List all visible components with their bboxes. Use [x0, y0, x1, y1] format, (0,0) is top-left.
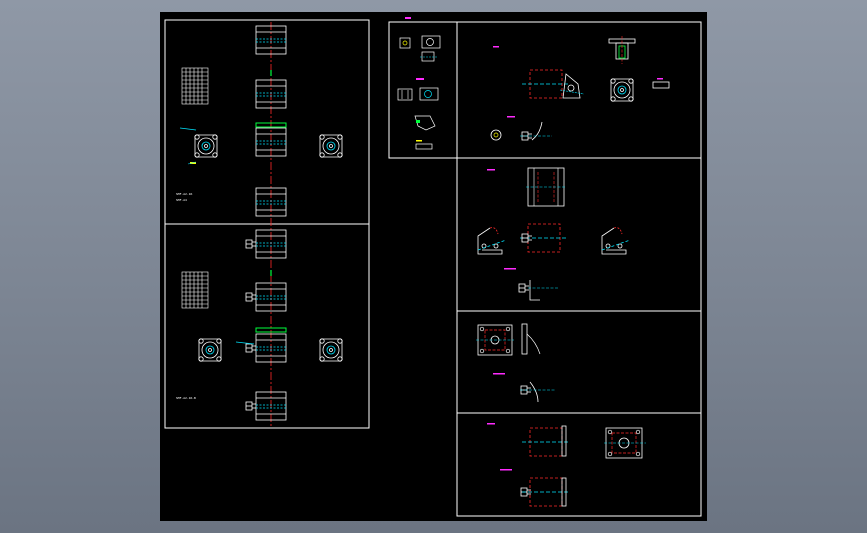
cad-drawing-canvas[interactable]: SMF-A2-1R SMF-A4 SMF-A2-1R-B — [160, 12, 707, 521]
flange-front-right-upper — [319, 134, 343, 158]
bracket-right — [601, 227, 631, 255]
spec-table-upper — [181, 67, 209, 105]
spec-table-lower — [181, 271, 209, 309]
view-frame-3 — [456, 310, 702, 414]
flange-front-left-upper — [194, 134, 218, 158]
flange-front-right-lower — [319, 338, 343, 362]
note-upper-2: SMF-A4 — [176, 198, 187, 202]
flange-frame1 — [610, 78, 634, 102]
note-upper-1: SMF-A2-1R — [176, 192, 192, 196]
highlight-bar-lower — [255, 327, 287, 333]
bracket-left — [477, 227, 507, 255]
index-frame — [388, 21, 458, 159]
view-frame-2 — [456, 157, 702, 312]
note-lower: SMF-A2-1R-B — [176, 396, 196, 400]
redbox-frame1 — [521, 69, 571, 99]
redbox-frame4a — [521, 427, 571, 457]
highlight-bar-upper — [255, 122, 287, 128]
right-sheet — [388, 17, 702, 517]
view-frame-4 — [456, 412, 702, 517]
left-sheet: SMF-A2-1R SMF-A4 SMF-A2-1R-B — [164, 19, 370, 429]
redbox-frame4b — [521, 477, 571, 507]
cad-drawing-svg: SMF-A2-1R SMF-A4 SMF-A2-1R-B — [164, 17, 702, 517]
flange-front-left-lower — [198, 338, 222, 362]
